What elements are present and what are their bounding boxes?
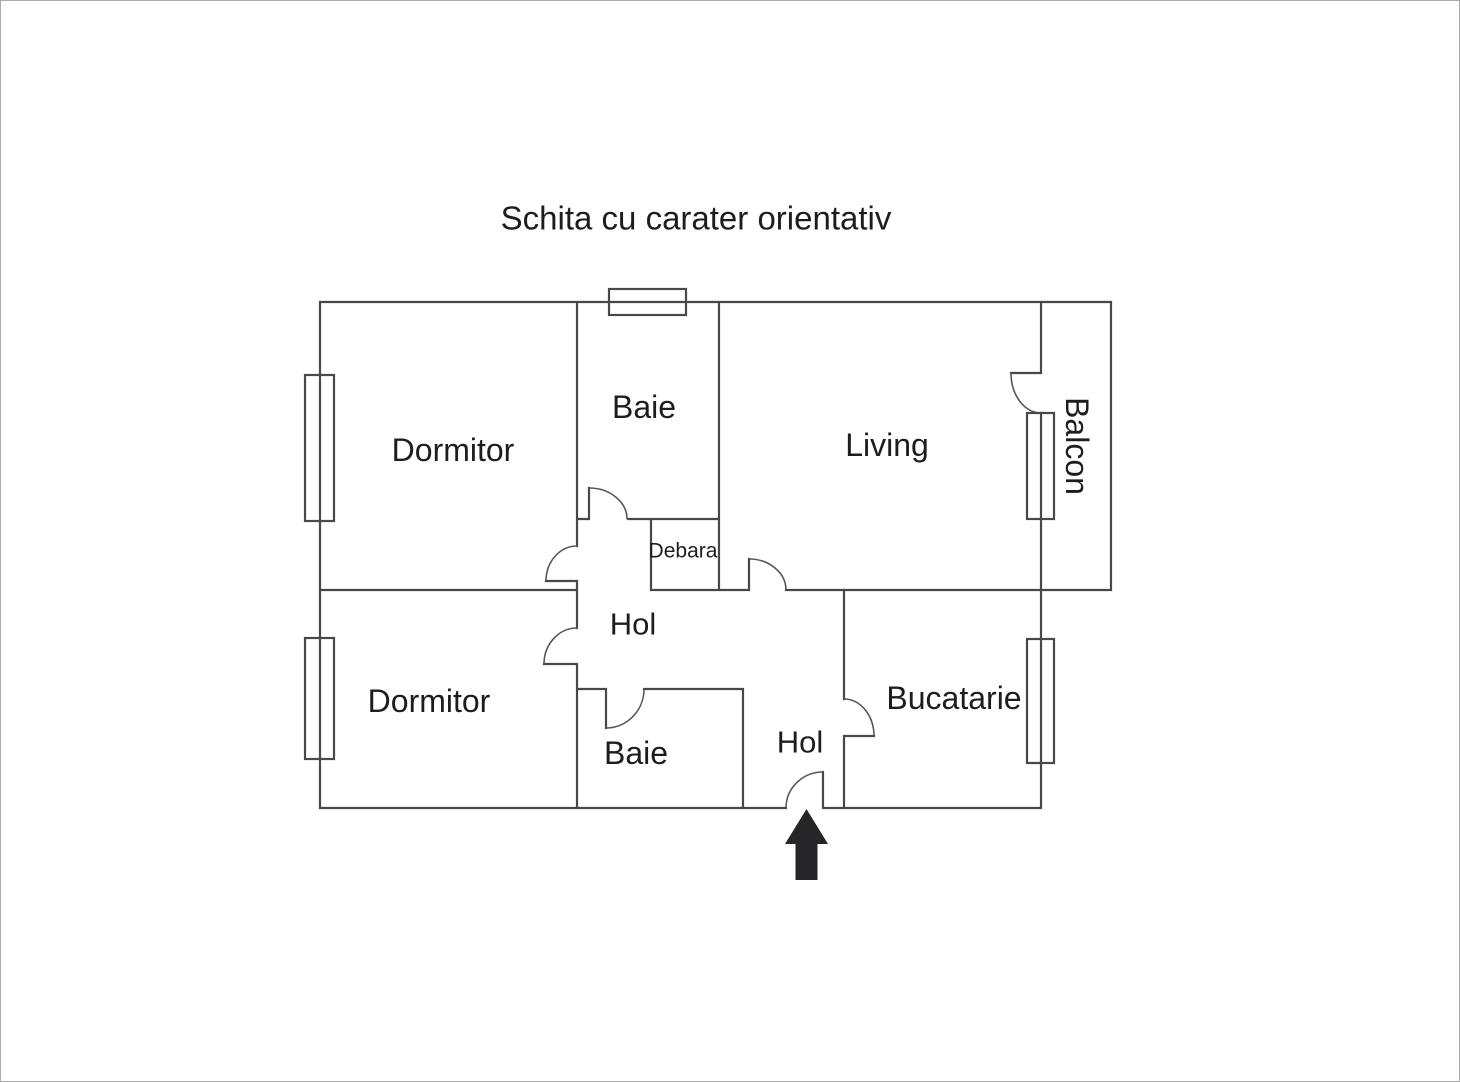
door-arc-dormitor-bottom — [543, 627, 578, 665]
room-label-baie-bottom: Baie — [604, 735, 668, 771]
door-arc-baie-bottom — [605, 688, 645, 729]
room-label-bucatarie: Bucatarie — [886, 680, 1021, 716]
room-label-baie-top: Baie — [612, 389, 676, 425]
room-label-balcon: Balcon — [1059, 397, 1095, 495]
door-arc-entrance — [785, 771, 824, 809]
room-label-dormitor-top: Dormitor — [392, 432, 515, 468]
room-label-dormitor-bottom: Dormitor — [368, 683, 491, 719]
window-living-balcon — [1025, 411, 1056, 521]
door-arcs — [543, 372, 1042, 809]
door-arc-bucatarie — [843, 698, 875, 737]
door-arc-dormitor-top — [545, 545, 578, 582]
room-label-hol-top: Hol — [610, 607, 657, 642]
window-dormitor-bottom — [303, 636, 336, 761]
room-labels: Dormitor Baie Living Balcon Debara Hol D… — [368, 389, 1095, 771]
door-arc-living — [748, 558, 787, 591]
outer-and-inner-walls — [318, 300, 1113, 810]
door-arc-balcon — [1010, 372, 1042, 414]
entrance-arrow-icon — [785, 809, 828, 880]
room-label-hol-bottom: Hol — [777, 725, 824, 760]
door-arc-baie-top — [588, 487, 628, 520]
room-label-living: Living — [845, 427, 929, 463]
window-bucatarie — [1025, 637, 1056, 765]
room-label-debara: Debara — [649, 540, 718, 563]
window-dormitor-top — [303, 373, 336, 523]
plan-title: Schita cu carater orientativ — [501, 200, 892, 237]
window-baie-top — [607, 287, 688, 317]
walls — [318, 300, 1113, 810]
windows — [303, 287, 1056, 765]
